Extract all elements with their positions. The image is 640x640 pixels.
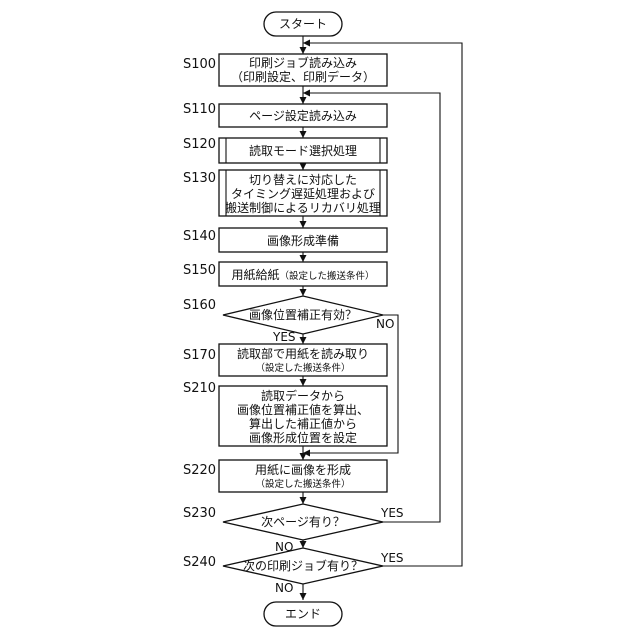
s140-line-1: 画像形成準備 [267, 233, 339, 248]
process-s220: S220 用紙に画像を形成 （設定した搬送条件） [183, 460, 387, 492]
step-id-s160: S160 [183, 298, 216, 313]
start-label: スタート [279, 17, 327, 31]
process-s140: S140 画像形成準備 [183, 228, 387, 252]
process-s110: S110 ページ設定読み込み [183, 102, 387, 127]
step-id-s170: S170 [183, 348, 216, 363]
s230-yes-label: YES [380, 506, 404, 520]
step-id-s150: S150 [183, 263, 216, 278]
step-id-s120: S120 [183, 137, 216, 152]
process-s100: S100 印刷ジョブ読み込み （印刷設定、印刷データ） [183, 54, 387, 86]
s160-yes-label: YES [272, 330, 296, 344]
s230-question: 次ページ有り？ [261, 515, 345, 529]
decision-s240: S240 次の印刷ジョブ有り？ YES NO [183, 548, 404, 595]
start-terminal: スタート [264, 12, 342, 36]
s160-question: 画像位置補正有効？ [249, 307, 357, 322]
s160-no-label: NO [376, 317, 394, 331]
process-s210: S210 読取データから 画像位置補正値を算出、 算出した補正値から 画像形成位… [183, 381, 387, 446]
s210-line-2: 画像位置補正値を算出、 [237, 402, 369, 417]
step-id-s110: S110 [183, 102, 216, 117]
step-id-s100: S100 [183, 57, 216, 72]
s130-line-2: タイミング遅延処理および [231, 187, 375, 201]
step-id-s220: S220 [183, 463, 216, 478]
s150-note: （設定した搬送条件） [280, 270, 375, 282]
s240-yes-label: YES [380, 551, 404, 565]
decision-s160: S160 画像位置補正有効？ YES NO [183, 296, 394, 344]
s100-line-1: 印刷ジョブ読み込み [249, 55, 357, 70]
subprocess-s120: S120 読取モード選択処理 [183, 137, 387, 163]
s150-main: 用紙給紙 [231, 267, 279, 282]
s120-line-1: 読取モード選択処理 [249, 143, 357, 158]
s210-line-1: 読取データから [261, 388, 345, 403]
end-label: エンド [285, 607, 321, 621]
end-terminal: エンド [264, 602, 342, 626]
step-id-s140: S140 [183, 229, 216, 244]
subprocess-s130: S130 切り替えに対応した タイミング遅延処理および 搬送制御によるリカバリ処… [183, 170, 387, 216]
step-id-s210: S210 [183, 381, 216, 396]
step-id-s130: S130 [183, 171, 216, 186]
s240-no-label: NO [275, 581, 293, 595]
s240-question: 次の印刷ジョブ有り？ [243, 558, 363, 573]
s220-line-1: 用紙に画像を形成 [255, 462, 351, 477]
decision-s230: S230 次ページ有り？ YES NO [183, 504, 404, 554]
s130-line-3: 搬送制御によるリカバリ処理 [225, 200, 381, 215]
s210-line-3: 算出した補正値から [249, 416, 357, 431]
s130-line-1: 切り替えに対応した [249, 173, 357, 187]
process-s170: S170 読取部で用紙を読み取り （設定した搬送条件） [183, 344, 387, 376]
step-id-s240: S240 [183, 555, 216, 570]
process-s150: S150 用紙給紙（設定した搬送条件） [183, 262, 387, 286]
s100-line-2: （印刷設定、印刷データ） [231, 69, 375, 84]
s110-line-1: ページ設定読み込み [249, 108, 357, 123]
s170-line-1: 読取部で用紙を読み取り [237, 346, 369, 361]
step-id-s230: S230 [183, 506, 216, 521]
s220-note: （設定した搬送条件） [255, 478, 350, 490]
s170-note: （設定した搬送条件） [255, 362, 350, 374]
s210-line-4: 画像形成位置を設定 [249, 430, 357, 445]
